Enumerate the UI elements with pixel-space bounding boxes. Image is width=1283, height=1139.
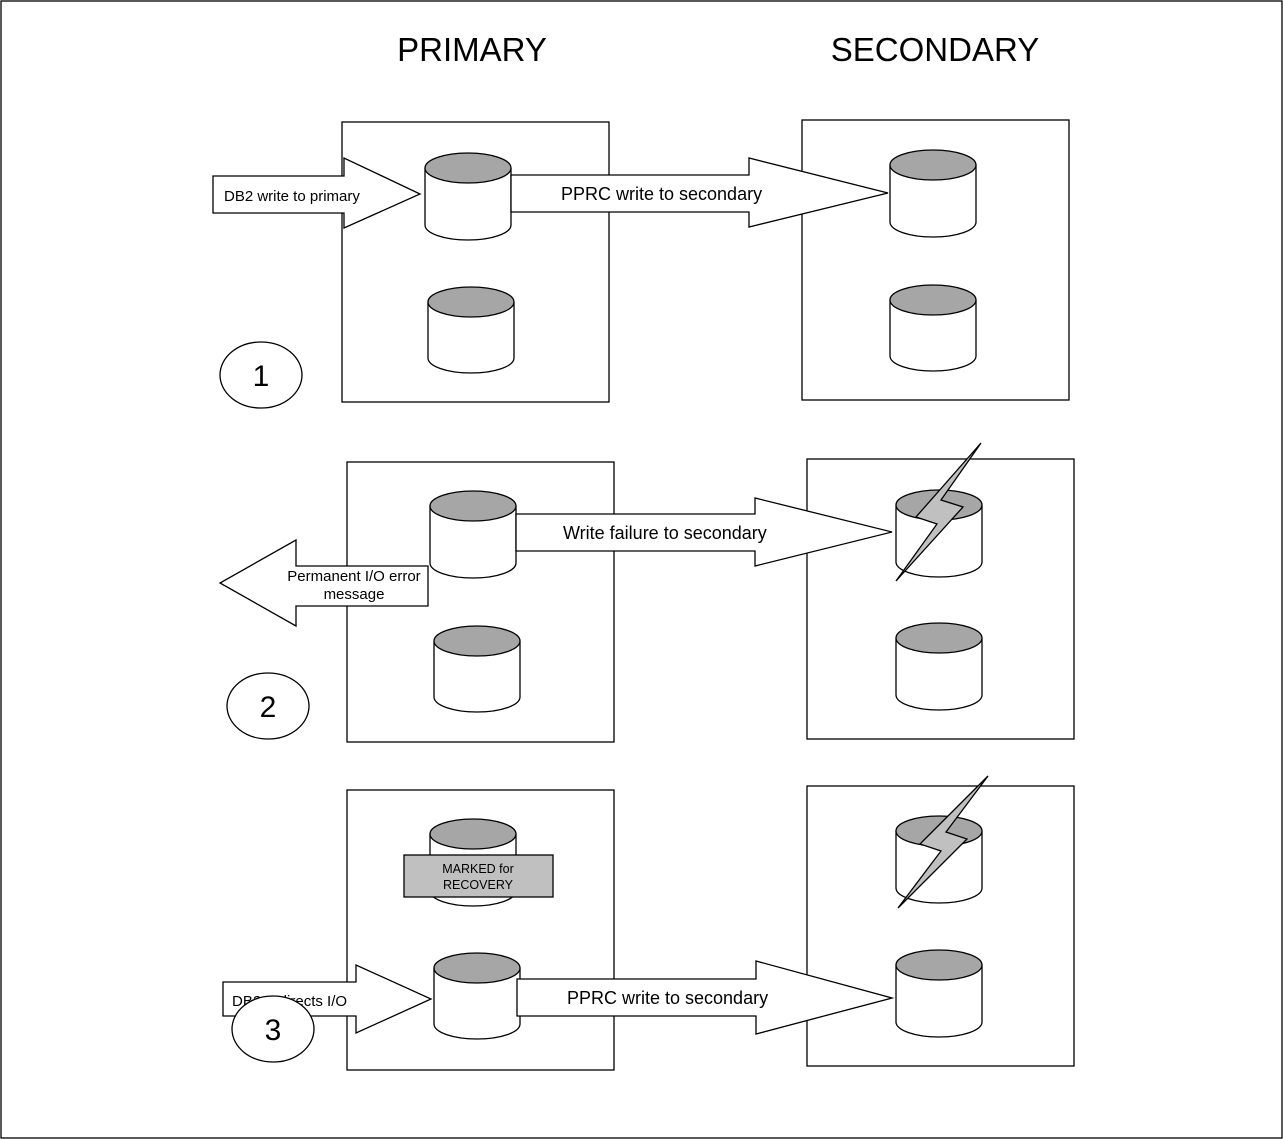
primary-disk-1b: [427, 286, 515, 374]
lightning-bolt-icon: [895, 442, 982, 582]
marked-label-line2: RECOVERY: [443, 878, 514, 892]
primary-disk-1a: [424, 152, 512, 241]
scenario-3: MARKED for RECOVERY DB2 redirects I/O PP…: [222, 775, 1075, 1071]
io-error-label-line2: message: [324, 586, 385, 603]
primary-header: PRIMARY: [397, 31, 547, 68]
step-1-number: 1: [253, 360, 270, 393]
secondary-header: SECONDARY: [831, 31, 1039, 68]
step-2-number: 2: [260, 691, 277, 724]
secondary-disk-3b: [895, 949, 983, 1038]
step-3-number: 3: [265, 1014, 282, 1047]
secondary-disk-2b: [895, 622, 983, 711]
step-2-circle: [226, 672, 310, 740]
pprc-write-label-1: PPRC write to secondary: [561, 184, 762, 204]
secondary-disk-1a: [889, 149, 977, 238]
io-error-arrow: [218, 538, 429, 628]
step-1-circle: [219, 341, 303, 409]
db2-write-arrow: [212, 156, 422, 230]
io-error-label-line1: Permanent I/O error: [287, 568, 420, 585]
lightning-bolt-icon-2: [897, 775, 989, 909]
pprc-write-label-3: PPRC write to secondary: [567, 988, 768, 1008]
write-failure-arrow: [515, 497, 893, 567]
secondary-disk-1b: [889, 284, 977, 372]
write-failure-label: Write failure to secondary: [563, 523, 767, 543]
marked-label-line1: MARKED for: [442, 862, 514, 876]
db2-write-label: DB2 write to primary: [224, 188, 360, 205]
scenario-1: DB2 write to primary PPRC write to secon…: [212, 119, 1070, 409]
marked-for-recovery-label: [403, 854, 554, 898]
scenario-2: Write failure to secondary Permanent I/O…: [218, 442, 1075, 743]
pprc-write-arrow-1: [510, 157, 889, 228]
primary-disk-2a: [429, 490, 517, 579]
primary-disk-2b: [433, 625, 521, 713]
step-3-circle: [231, 995, 315, 1063]
pprc-write-arrow-3: [516, 960, 895, 1035]
primary-disk-3b: [433, 952, 521, 1040]
